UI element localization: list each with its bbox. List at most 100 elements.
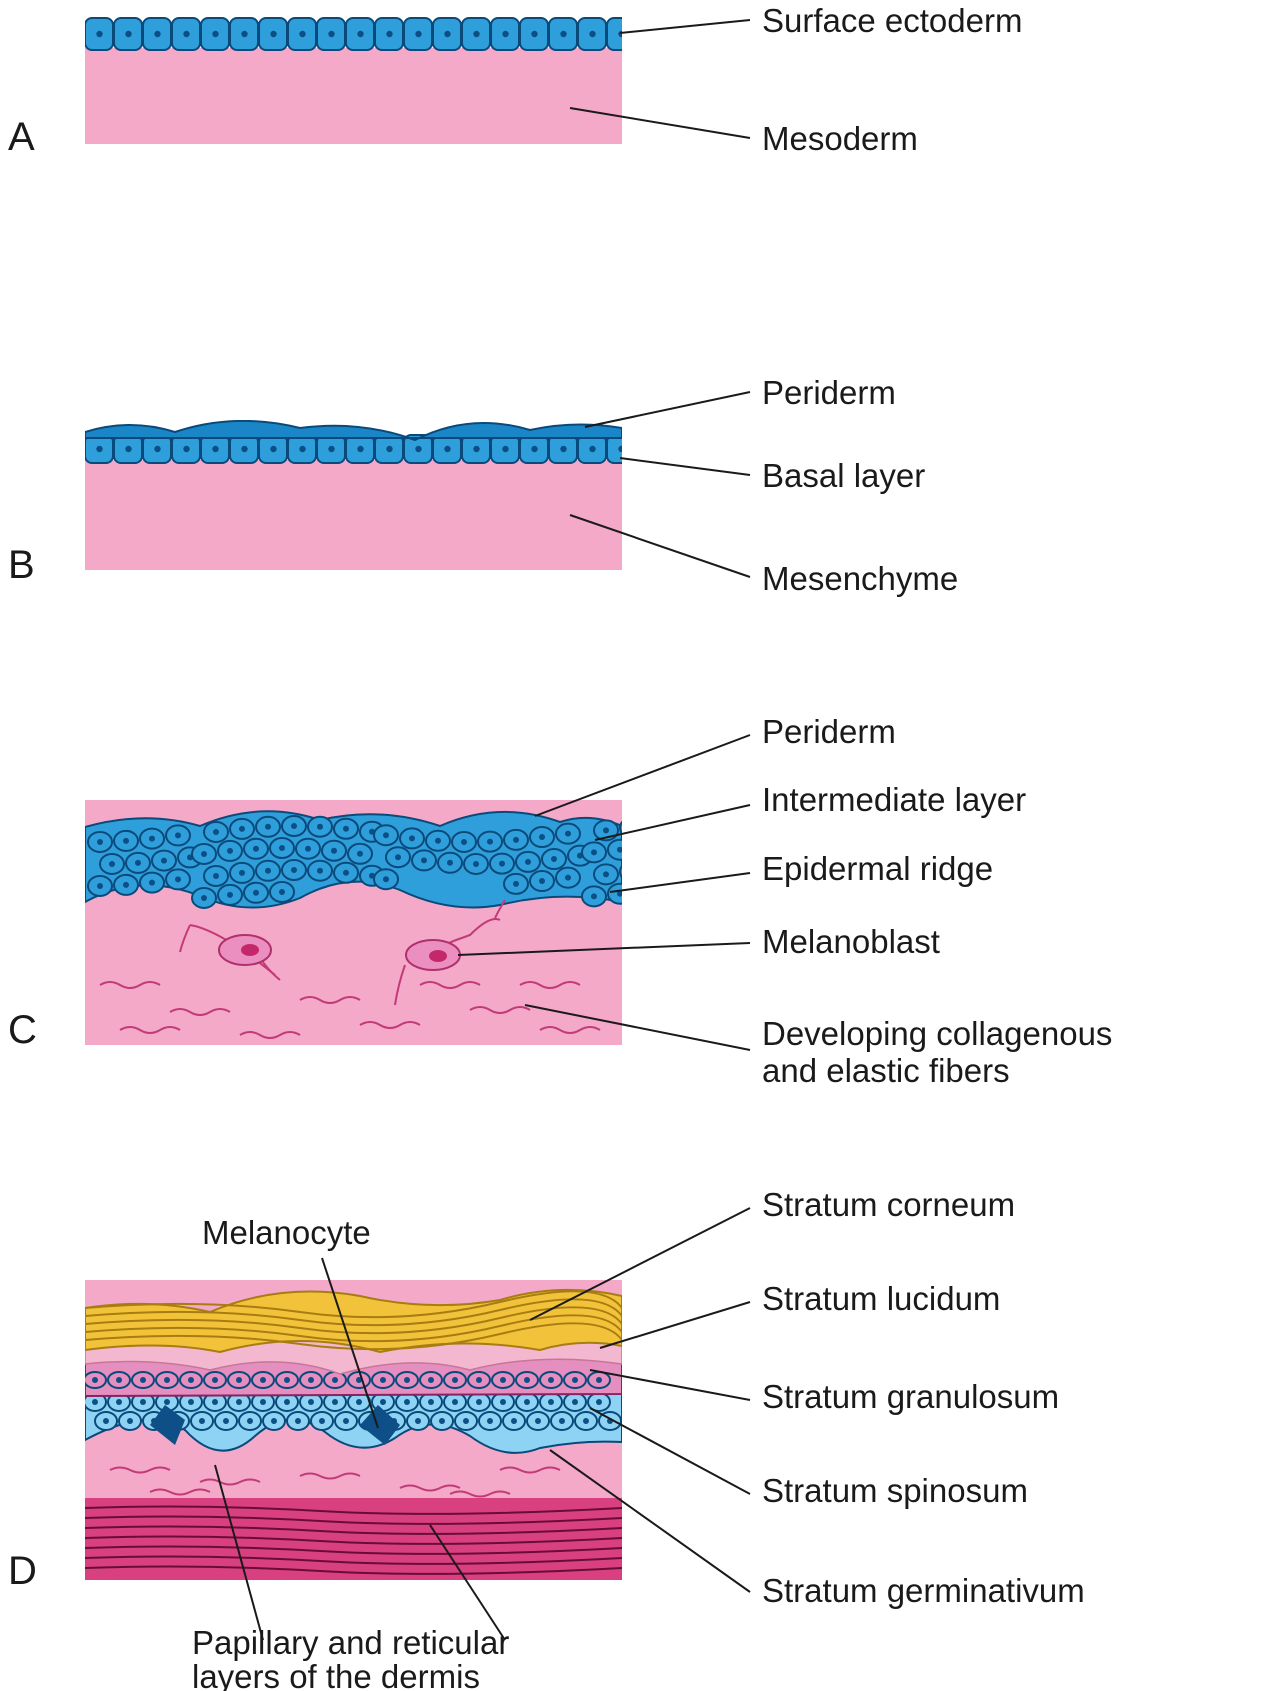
cell-nucleus	[500, 1399, 506, 1405]
cell-nucleus	[299, 445, 306, 453]
cell-nucleus	[357, 850, 363, 857]
fiber	[519, 981, 581, 989]
cell-nucleus	[183, 30, 190, 38]
cell-nucleus	[212, 1399, 218, 1405]
fiber	[299, 1472, 361, 1480]
fiber	[99, 981, 161, 989]
cell-nucleus	[253, 889, 259, 896]
leader-line	[529, 1207, 751, 1321]
label-surface-ectoderm: Surface ectoderm	[762, 2, 1022, 39]
cell-nucleus	[332, 1377, 338, 1383]
cell-nucleus	[380, 1377, 386, 1383]
fiber	[399, 1484, 461, 1492]
label-melanocyte: Melanocyte	[202, 1214, 371, 1251]
leader-line	[524, 1004, 751, 1051]
cell-nucleus	[487, 838, 493, 845]
cell-nucleus	[513, 836, 519, 843]
cell-nucleus	[212, 445, 219, 453]
cell-nucleus	[473, 860, 479, 867]
cell-nucleus	[123, 881, 129, 888]
label-melanoblast: Melanoblast	[762, 923, 940, 960]
leader-line	[584, 391, 751, 428]
cell-nucleus	[618, 445, 622, 453]
label-periderm: Periderm	[762, 713, 896, 750]
cell-nucleus	[308, 1377, 314, 1383]
surface-ectoderm-layer	[85, 17, 622, 51]
cell-nucleus	[548, 1399, 554, 1405]
label-developing-fibers-line1: Developing collagenous	[762, 1015, 1112, 1052]
cell-nucleus	[265, 867, 271, 874]
cell-nucleus	[201, 850, 207, 857]
cell-nucleus	[476, 1377, 482, 1383]
cell-nucleus	[271, 1418, 277, 1424]
cell-nucleus	[409, 835, 415, 842]
cell-nucleus	[583, 1418, 589, 1424]
cell	[607, 838, 622, 861]
fiber	[85, 1505, 622, 1515]
panel-a-letter: A	[8, 115, 35, 159]
cell-nucleus	[188, 1377, 194, 1383]
cell-nucleus	[125, 445, 132, 453]
mesoderm-region	[85, 48, 622, 144]
granulosum-cells	[85, 1371, 611, 1389]
corneum-line	[85, 1306, 622, 1335]
cell-nucleus	[92, 1377, 98, 1383]
cell	[606, 17, 622, 51]
label-developing-fibers-line2: and elastic fibers	[762, 1052, 1010, 1089]
leader-line	[534, 734, 751, 817]
cell-nucleus	[559, 1418, 565, 1424]
cell-nucleus	[291, 823, 297, 830]
corneum-line	[85, 1322, 622, 1351]
cell-nucleus	[96, 30, 103, 38]
cell-nucleus	[603, 827, 609, 834]
cell-nucleus	[201, 894, 207, 901]
cell-nucleus	[511, 1418, 517, 1424]
melanocyte	[150, 1405, 400, 1445]
cell-nucleus	[589, 30, 596, 38]
leader-line	[589, 1369, 751, 1401]
fiber	[299, 996, 361, 1004]
cell-nucleus	[461, 838, 467, 845]
cell-nucleus	[175, 832, 181, 839]
cell-nucleus	[572, 1399, 578, 1405]
panel-c: C Peride	[8, 713, 1112, 1089]
cell-nucleus	[97, 882, 103, 889]
cell-nucleus	[343, 869, 349, 876]
cell-nucleus	[617, 846, 622, 853]
periderm-layer	[85, 420, 622, 442]
leader-line	[599, 1301, 751, 1349]
reticular-fibers	[85, 1505, 622, 1575]
cell-nucleus	[213, 828, 219, 835]
fiber	[85, 1565, 622, 1575]
cell-nucleus	[415, 1418, 421, 1424]
cell-nucleus	[260, 1377, 266, 1383]
cell-nucleus	[284, 1377, 290, 1383]
cell-nucleus	[135, 859, 141, 866]
cell-nucleus	[589, 445, 596, 453]
cell-nucleus	[154, 30, 161, 38]
cell-nucleus	[175, 876, 181, 883]
cell-nucleus	[560, 30, 567, 38]
cell-nucleus	[116, 1377, 122, 1383]
fiber	[85, 1545, 622, 1555]
cell-nucleus	[524, 1377, 530, 1383]
leader-line	[619, 457, 751, 476]
panel-d-letter: D	[8, 1549, 37, 1593]
fiber	[499, 1466, 561, 1474]
cell-nucleus	[223, 1418, 229, 1424]
cell	[619, 820, 622, 835]
mesenchyme-region	[85, 460, 622, 570]
cell-nucleus	[308, 1399, 314, 1405]
cell-nucleus	[149, 835, 155, 842]
fiber	[119, 1026, 181, 1034]
cell-nucleus	[227, 891, 233, 898]
fiber	[85, 1515, 622, 1525]
label-dermis-line1: Papillary and reticular	[192, 1624, 509, 1661]
panel-c-letter: C	[8, 1008, 37, 1052]
cell-nucleus	[279, 889, 285, 896]
leader-line	[594, 804, 751, 841]
leader-line	[569, 514, 751, 578]
intermediate-layer-cells	[87, 815, 622, 909]
cell-nucleus	[525, 858, 531, 865]
cell-nucleus	[380, 1399, 386, 1405]
